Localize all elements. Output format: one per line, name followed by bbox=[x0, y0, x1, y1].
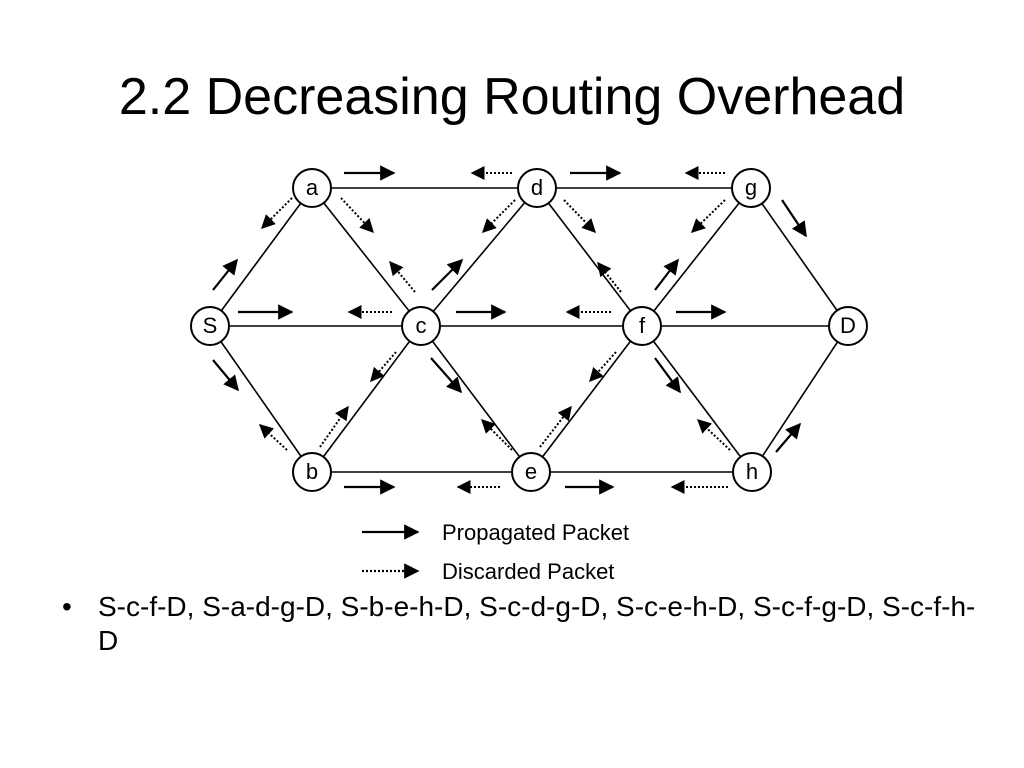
node-label: d bbox=[531, 175, 543, 200]
node-h: h bbox=[732, 452, 772, 492]
node-D: D bbox=[828, 306, 868, 346]
bullet-list: • S-c-f-D, S-a-d-g-D, S-b-e-h-D, S-c-d-g… bbox=[62, 590, 982, 658]
propagated-packet-arrow bbox=[431, 258, 464, 291]
discarded-packet-arrow bbox=[539, 405, 572, 448]
node-c: c bbox=[401, 306, 441, 346]
node-label: b bbox=[306, 459, 318, 484]
discarded-packet-arrow bbox=[696, 419, 731, 451]
node-f: f bbox=[622, 306, 662, 346]
discarded-packet-arrow bbox=[597, 261, 622, 293]
edge-g-D bbox=[750, 187, 849, 327]
edge-f-h bbox=[641, 325, 753, 473]
node-d: d bbox=[517, 168, 557, 208]
node-label: f bbox=[639, 313, 646, 338]
propagated-packet-arrow bbox=[212, 359, 239, 392]
slide-title: 2.2 Decreasing Routing Overhead bbox=[118, 68, 906, 126]
edge-e-f bbox=[530, 325, 643, 473]
discarded-packet-arrow bbox=[589, 351, 617, 383]
node-e: e bbox=[511, 452, 551, 492]
propagated-packet-arrow bbox=[775, 422, 802, 453]
legend-propagated-label: Propagated Packet bbox=[442, 520, 629, 545]
node-a: a bbox=[292, 168, 332, 208]
bullet-item: • S-c-f-D, S-a-d-g-D, S-b-e-h-D, S-c-d-g… bbox=[62, 590, 982, 658]
node-label: h bbox=[746, 459, 758, 484]
edge-S-b bbox=[209, 325, 313, 473]
node-g: g bbox=[731, 168, 771, 208]
propagated-packet-arrow bbox=[654, 357, 681, 394]
edge-b-c bbox=[311, 325, 422, 473]
edge-c-e bbox=[420, 325, 532, 473]
discarded-packet-arrow bbox=[563, 199, 596, 234]
discarded-packet-arrow bbox=[261, 197, 293, 229]
edge-h-D bbox=[751, 325, 849, 473]
packet-arrows bbox=[212, 165, 807, 495]
discarded-packet-arrow bbox=[481, 419, 513, 451]
node-label: e bbox=[525, 459, 537, 484]
propagated-packet-arrow bbox=[654, 258, 679, 291]
edges-layer bbox=[209, 187, 849, 473]
node-b: b bbox=[292, 452, 332, 492]
propagated-packet-arrow bbox=[430, 357, 463, 394]
node-label: g bbox=[745, 175, 757, 200]
legend-discarded-label: Discarded Packet bbox=[442, 559, 614, 584]
node-S: S bbox=[190, 306, 230, 346]
bullet-marker: • bbox=[62, 591, 72, 622]
edge-c-d bbox=[420, 187, 538, 327]
edge-a-c bbox=[311, 187, 422, 327]
discarded-packet-arrow bbox=[389, 260, 416, 293]
discarded-packet-arrow bbox=[482, 199, 516, 233]
edge-S-a bbox=[209, 187, 313, 327]
edge-d-f bbox=[536, 187, 643, 327]
node-label: S bbox=[203, 313, 218, 338]
node-label: a bbox=[306, 175, 319, 200]
propagated-packet-arrow bbox=[781, 199, 807, 238]
node-label: D bbox=[840, 313, 856, 338]
discarded-packet-arrow bbox=[340, 197, 374, 234]
propagated-packet-arrow bbox=[212, 258, 238, 291]
node-label: c bbox=[416, 313, 427, 338]
legend: Propagated Packet Discarded Packet bbox=[362, 520, 629, 584]
edge-f-g bbox=[641, 187, 752, 327]
discarded-packet-arrow bbox=[258, 424, 288, 451]
bullet-text: S-c-f-D, S-a-d-g-D, S-b-e-h-D, S-c-d-g-D… bbox=[98, 591, 976, 656]
discarded-packet-arrow bbox=[319, 405, 349, 448]
